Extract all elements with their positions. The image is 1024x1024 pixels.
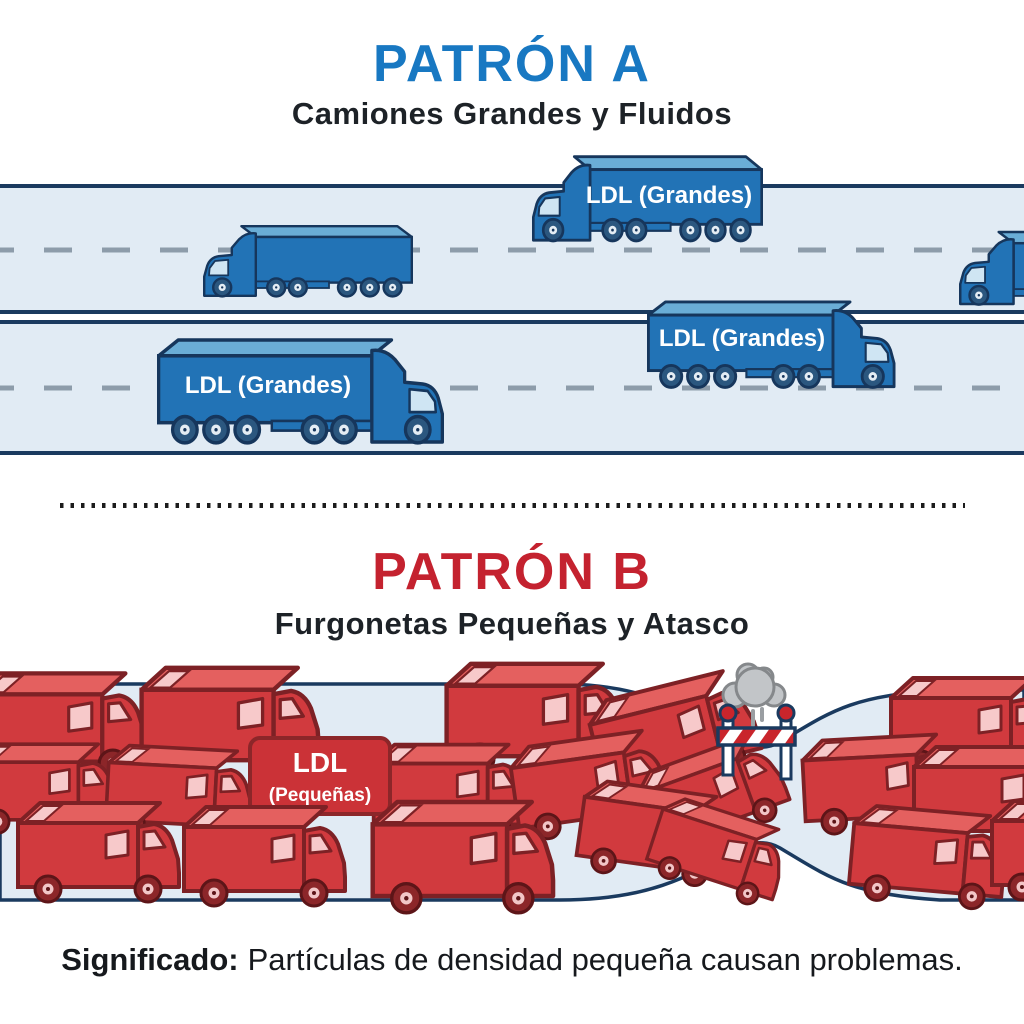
pattern-b-title: PATRÓN B [372,543,652,601]
truck-label-ldl-grandes: LDL (Grandes) [185,372,351,399]
caption-lead: Significado: [61,942,239,977]
sign-line-2: (Pequeñas) [269,785,371,806]
truck-label-ldl-grandes: LDL (Grandes) [586,182,752,209]
small-van-icon [990,799,1024,902]
dotted-divider [60,503,965,508]
road-barrier-icon [716,703,797,781]
meaning-caption: Significado:Partículas de densidad peque… [0,942,1024,978]
pattern-b-subtitle: Furgonetas Pequeñas y Atasco [274,606,750,641]
sign-line-1: LDL [293,747,347,778]
pattern-b-bottleneck-graphic: LDL (Pequeñas) [0,645,1024,935]
smoke-cloud-icon [721,662,787,727]
caption-text: Partículas de densidad pequeña causan pr… [247,942,963,977]
pattern-a-highway-graphic: LDL (Grandes) LDL (Grandes) LDL (Grandes… [0,155,1024,455]
ldl-pequenas-sign: LDL (Pequeñas) [248,736,392,816]
pattern-a-subtitle: Camiones Grandes y Fluidos [291,96,733,131]
pattern-a-title: PATRÓN A [373,35,651,93]
truck-label-ldl-grandes: LDL (Grandes) [659,325,825,352]
